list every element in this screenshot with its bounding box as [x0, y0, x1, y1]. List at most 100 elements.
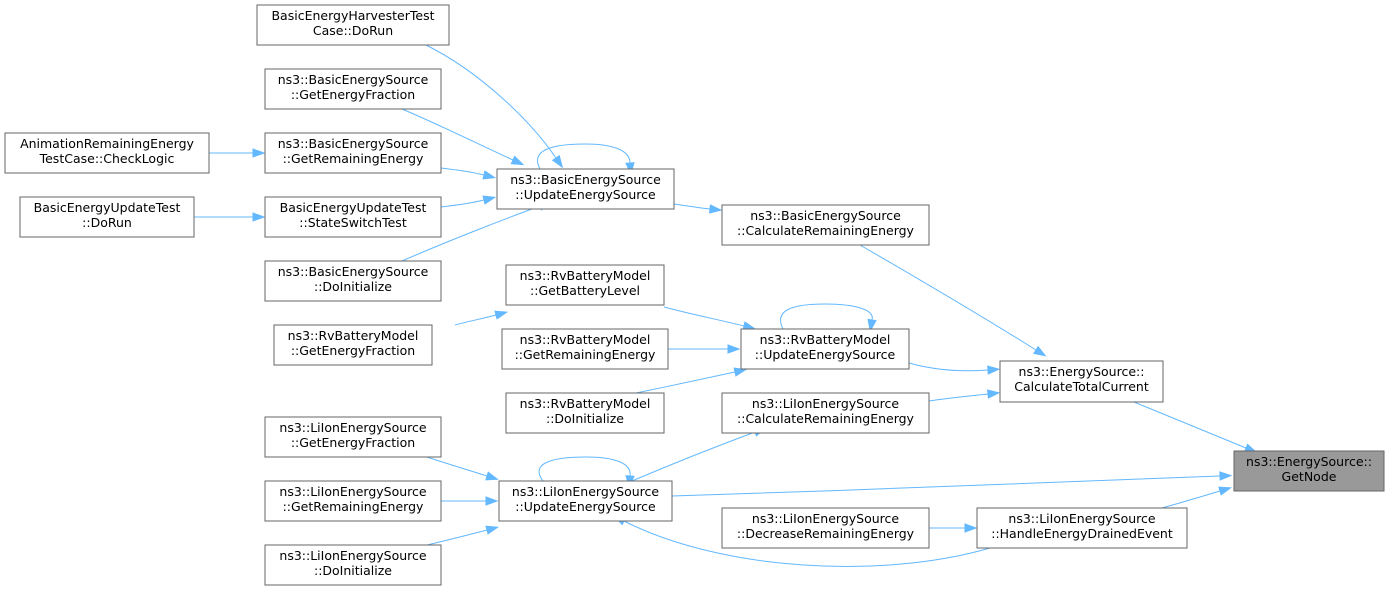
edge-line [671, 475, 1221, 497]
edge-n17-n5 [668, 344, 741, 354]
node-box [1233, 450, 1385, 492]
node-box [999, 360, 1164, 403]
node-label-line: ns3::BasicEnergySource [278, 136, 429, 151]
node-n22[interactable]: ns3::LiIonEnergySource::DecreaseRemainin… [721, 507, 930, 549]
node-n5[interactable]: ns3::RvBatteryModel::UpdateEnergySource [740, 328, 910, 370]
edge-n1-n0 [1133, 401, 1258, 453]
node-label-line: ns3::RvBatteryModel [520, 268, 651, 283]
node-box [721, 392, 930, 434]
node-n17[interactable]: ns3::RvBatteryModel::GetRemainingEnergy [501, 328, 669, 370]
edge-arrowhead [252, 148, 266, 158]
node-n11[interactable]: AnimationRemainingEnergyTestCase::CheckL… [4, 132, 210, 174]
edge-n12-n7 [440, 195, 497, 208]
edge-n2-n6 [631, 427, 767, 482]
node-box [264, 260, 442, 302]
node-label-line: CalculateTotalCurrent [1014, 379, 1149, 394]
edge-line [928, 393, 989, 402]
node-n10[interactable]: ns3::BasicEnergySource::GetRemainingEner… [264, 132, 442, 174]
node-label-line: BasicEnergyHarvesterTest [271, 8, 434, 23]
node-label-line: ::DoInitialize [314, 279, 392, 294]
node-box [505, 392, 665, 434]
edge-arrowhead [1033, 345, 1047, 357]
node-box [496, 168, 675, 210]
node-label-line: ::CalculateRemainingEnergy [737, 223, 915, 238]
node-box [273, 324, 433, 366]
edge-line [537, 143, 631, 170]
edge-n20-n2 [440, 496, 499, 506]
edge-line [908, 362, 989, 372]
node-label-line: ns3::LiIonEnergySource [279, 420, 427, 435]
edge-line [859, 244, 1037, 351]
edge-n8-n7 [425, 44, 564, 169]
edge-arrowhead [510, 155, 525, 166]
node-box [498, 480, 673, 522]
edge-n6-n1 [928, 389, 1001, 402]
node-label-line: ns3::LiIonEnergySource [752, 511, 900, 526]
node-n2[interactable]: ns3::LiIonEnergySource::UpdateEnergySour… [498, 480, 673, 522]
node-label-line: ns3::BasicEnergySource [278, 72, 429, 87]
call-graph-edges [194, 44, 1258, 567]
edge-arrowhead [252, 212, 266, 222]
node-box [976, 507, 1188, 549]
node-box [19, 196, 195, 238]
node-label-line: ::UpdateEnergySource [515, 499, 656, 514]
node-n13[interactable]: BasicEnergyUpdateTest::DoRun [19, 196, 195, 238]
node-box [264, 196, 442, 238]
edge-arrowhead [482, 195, 497, 205]
node-box [256, 4, 450, 46]
edge-n19-n2 [426, 456, 499, 481]
node-n0[interactable]: ns3::EnergySource::GetNode [1233, 450, 1385, 492]
node-n18[interactable]: ns3::RvBatteryModel::DoInitialize [505, 392, 665, 434]
node-label-line: ns3::LiIonEnergySource [512, 484, 660, 499]
edge-n21-n2 [426, 525, 500, 546]
node-label-line: ::StateSwitchTest [299, 215, 407, 230]
node-label-line: ::GetRemainingEnergy [283, 151, 424, 166]
node-n21[interactable]: ns3::LiIonEnergySource::DoInitialize [264, 544, 442, 586]
node-n20[interactable]: ns3::LiIonEnergySource::GetRemainingEner… [264, 480, 442, 522]
node-label-line: ::UpdateEnergySource [515, 187, 656, 202]
edge-line [623, 520, 991, 567]
node-box [501, 328, 669, 370]
node-n16[interactable]: ns3::RvBatteryModel::GetEnergyFraction [273, 324, 433, 366]
edge-n22-n3 [929, 523, 978, 533]
node-label-line: BasicEnergyUpdateTest [34, 200, 181, 215]
edge-n11-n10 [209, 148, 266, 158]
edge-arrowhead [485, 471, 499, 481]
node-box [264, 132, 442, 174]
edge-arrowhead [733, 367, 748, 377]
node-n15[interactable]: ns3::RvBatteryModel::GetBatteryLevel [505, 264, 665, 306]
node-label-line: ns3::RvBatteryModel [520, 396, 651, 411]
edge-line [401, 108, 514, 161]
node-label-line: ns3::LiIonEnergySource [279, 484, 427, 499]
node-n12[interactable]: BasicEnergyUpdateTest::StateSwitchTest [264, 196, 442, 238]
node-label-line: ::DoInitialize [546, 411, 624, 426]
edge-line [673, 203, 711, 210]
edge-line [663, 306, 745, 327]
node-label-line: ::CalculateRemainingEnergy [737, 411, 915, 426]
node-n1[interactable]: ns3::EnergySource::CalculateTotalCurrent [999, 360, 1164, 403]
node-n3[interactable]: ns3::LiIonEnergySource::HandleEnergyDrai… [976, 507, 1188, 549]
node-box [4, 132, 210, 174]
node-n7[interactable]: ns3::BasicEnergySource::UpdateEnergySour… [496, 168, 675, 210]
node-n6[interactable]: ns3::LiIonEnergySource::CalculateRemaini… [721, 392, 930, 434]
node-label-line: ::DoInitialize [314, 563, 392, 578]
node-n4[interactable]: ns3::BasicEnergySource::CalculateRemaini… [721, 204, 930, 246]
node-label-line: ns3::BasicEnergySource [750, 208, 901, 223]
edge-arrowhead [964, 523, 978, 533]
node-n19[interactable]: ns3::LiIonEnergySource::GetEnergyFractio… [264, 416, 442, 458]
edge-arrowhead [987, 365, 1001, 375]
edge-line [454, 314, 497, 326]
node-label-line: AnimationRemainingEnergy [20, 136, 194, 151]
edge-n4-n1 [859, 244, 1047, 357]
call-graph-nodes: ns3::EnergySource::GetNode ns3::EnergySou… [4, 4, 1385, 586]
node-n9[interactable]: ns3::BasicEnergySource::GetEnergyFractio… [264, 68, 442, 110]
node-box [264, 416, 442, 458]
node-label-line: GetNode [1282, 469, 1337, 484]
edge-line [538, 456, 631, 482]
edge-arrowhead [986, 389, 1001, 399]
node-label-line: ns3::RvBatteryModel [288, 328, 419, 343]
node-n14[interactable]: ns3::BasicEnergySource::DoInitialize [264, 260, 442, 302]
edge-arrowhead [551, 154, 564, 169]
edge-n5-n1 [908, 362, 1001, 375]
